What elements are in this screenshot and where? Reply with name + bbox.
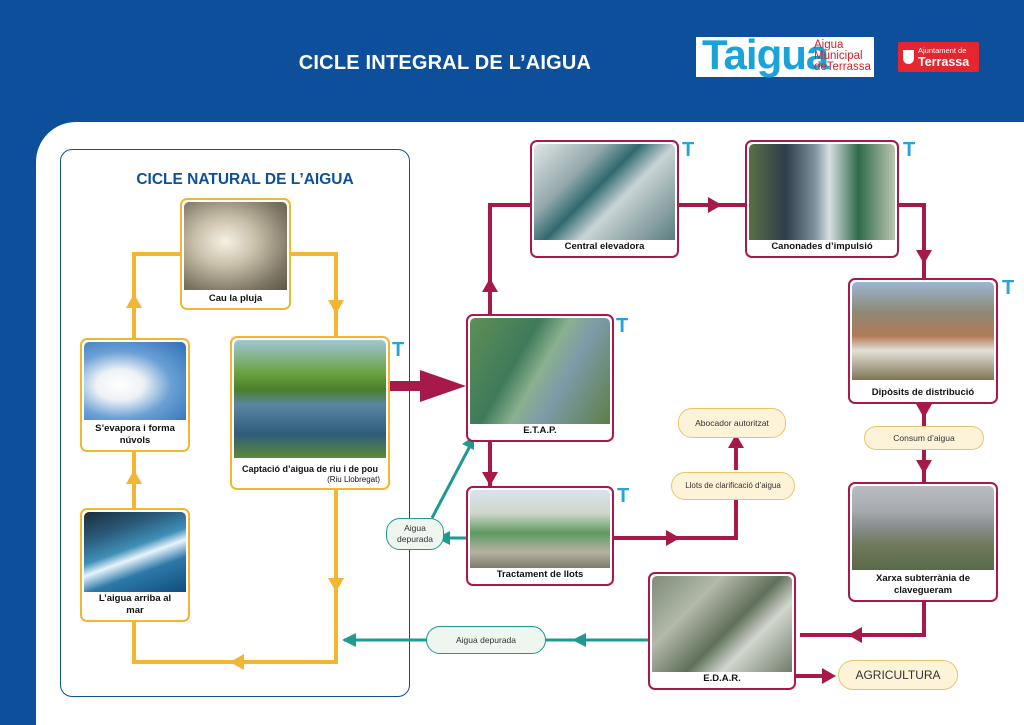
diposits-card: Dipòsits de distribució bbox=[848, 278, 998, 404]
canonades-label: Canonades d’impulsió bbox=[771, 241, 873, 252]
terrassa-logo-name: Terrassa bbox=[918, 55, 970, 69]
canonades-photo bbox=[749, 144, 895, 240]
central-photo bbox=[534, 144, 675, 240]
tractament-label: Tractament de llots bbox=[496, 569, 584, 580]
tractament-llots-card: Tractament de llots bbox=[466, 486, 614, 586]
xarxa-card: Xarxa subterrània de clavegueram bbox=[848, 482, 998, 602]
rain-photo bbox=[184, 202, 287, 290]
diposits-label: Dipòsits de distribució bbox=[871, 387, 975, 398]
taigua-t-icon: T bbox=[903, 139, 916, 161]
capture-to-etap-arrow bbox=[389, 370, 466, 402]
evaporation-label: S’evapora i forma núvols bbox=[95, 423, 175, 446]
capture-label: Captació d’aigua de riu i de pou bbox=[241, 464, 378, 474]
consum-pill: Consum d’aigua bbox=[864, 426, 984, 450]
aigua-depurada-small-pill: Aigua depurada bbox=[386, 518, 444, 550]
etap-label: E.T.A.P. bbox=[523, 425, 557, 436]
sea-photo bbox=[84, 512, 186, 592]
integral-cycle-arrowheads bbox=[482, 197, 932, 684]
aigua-depurada-pill: Aigua depurada bbox=[426, 626, 546, 654]
river-photo bbox=[234, 340, 386, 458]
natural-cycle-arrowheads bbox=[126, 294, 344, 670]
shield-icon bbox=[903, 50, 914, 64]
taigua-t-icon: T bbox=[392, 339, 405, 361]
etap-card: E.T.A.P. bbox=[466, 314, 614, 442]
edar-label: E.D.A.R. bbox=[703, 673, 741, 684]
taigua-logo: Taigua Aigua Municipal deTerrassa bbox=[696, 31, 874, 78]
natural-cycle-box bbox=[60, 149, 410, 697]
taigua-t-icon: T bbox=[1002, 277, 1015, 299]
sea-label: L’aigua arriba al mar bbox=[98, 593, 172, 616]
capture-card: Captació d’aigua de riu i de pou (Riu Ll… bbox=[230, 336, 390, 490]
rain-label: Cau la pluja bbox=[208, 293, 263, 304]
clouds-photo bbox=[84, 342, 186, 420]
xarxa-label: Xarxa subterrània de clavegueram bbox=[876, 573, 970, 596]
abocador-pill: Abocador autoritzat bbox=[678, 408, 786, 438]
page-title: CICLE INTEGRAL DE L’AIGUA bbox=[298, 52, 592, 74]
edar-photo bbox=[652, 576, 792, 672]
evaporation-card: S’evapora i forma núvols bbox=[80, 338, 190, 452]
sea-card: L’aigua arriba al mar bbox=[80, 508, 190, 622]
central-label: Central elevadora bbox=[564, 241, 645, 252]
taigua-logo-word: Taigua bbox=[702, 31, 829, 78]
taigua-t-icon: T bbox=[617, 485, 630, 507]
integral-cycle-lines bbox=[488, 203, 926, 678]
terrassa-logo: Ajuntament de Terrassa bbox=[898, 42, 979, 72]
diposits-photo bbox=[852, 282, 994, 380]
taigua-t-icon: T bbox=[616, 315, 629, 337]
xarxa-photo bbox=[852, 486, 994, 570]
taigua-t-icon: T bbox=[682, 139, 695, 161]
natural-cycle-title: CICLE NATURAL DE L’AIGUA bbox=[136, 171, 354, 188]
capture-note: (Riu Llobregat) bbox=[327, 475, 380, 484]
llots-photo bbox=[470, 490, 610, 568]
canonades-card: Canonades d’impulsió bbox=[745, 140, 899, 258]
llots-clarificacio-pill: Llots de clarificació d’aigua bbox=[671, 472, 795, 500]
taigua-logo-subtitle: Aigua Municipal deTerrassa bbox=[814, 39, 871, 73]
edar-card: E.D.A.R. bbox=[648, 572, 796, 690]
terrassa-logo-top: Ajuntament de bbox=[918, 46, 967, 55]
rain-card: Cau la pluja bbox=[180, 198, 291, 310]
agricultura-pill: AGRICULTURA bbox=[838, 660, 958, 690]
central-elevadora-card: Central elevadora bbox=[530, 140, 679, 258]
etap-photo bbox=[470, 318, 610, 424]
